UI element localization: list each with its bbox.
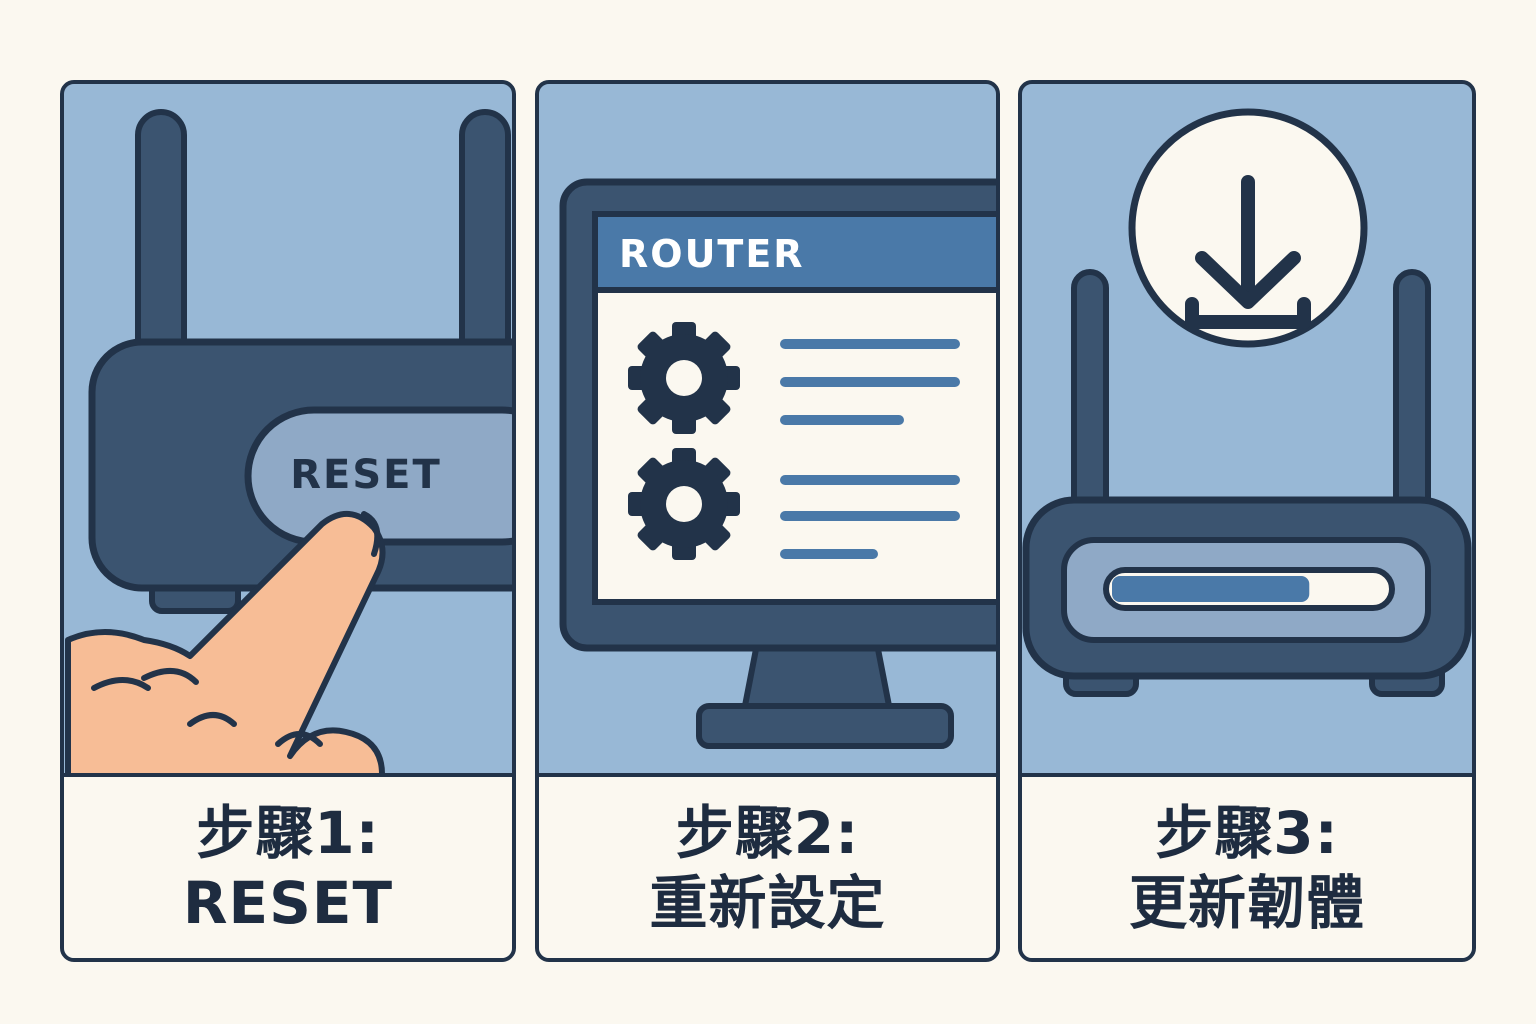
settings-list-lines (780, 339, 960, 559)
step-3-description: 更新韌體 (1128, 868, 1365, 937)
gear-icon (628, 322, 740, 434)
step-3-title: 步驟3: (1155, 798, 1339, 867)
download-icon (1128, 108, 1368, 348)
router-antenna-icon (135, 109, 511, 385)
firmware-update-illustration (1022, 108, 1472, 697)
step-3-caption: 步驟3: 更新韌體 (1022, 773, 1472, 958)
router-antenna-icon (1071, 269, 1431, 521)
step-2-title: 步驟2: (675, 798, 860, 867)
step-1-title: 步驟1: (196, 798, 380, 867)
screen-title: ROUTER (619, 232, 805, 276)
reset-button-shape (244, 406, 512, 546)
screen-title-bar (592, 211, 996, 293)
hand-icon (65, 510, 386, 784)
router-settings-illustration: ROUTER (559, 178, 996, 749)
reset-button-label: RESET (290, 452, 442, 498)
step-1-caption: 步驟1: RESET (64, 773, 512, 958)
step-2-panel: ROUTER (535, 80, 1000, 962)
step-2-description: 重新設定 (649, 868, 886, 937)
step-2-caption: 步驟2: 重新設定 (539, 773, 996, 958)
step-3-panel: 步驟3: 更新韌體 (1018, 80, 1476, 962)
step-1-description: RESET (182, 868, 394, 937)
router-reset-illustration: RESET (65, 109, 512, 784)
monitor-stand (696, 641, 954, 749)
firmware-progress-bar (1103, 567, 1395, 611)
step-1-panel: RESET 步驟1: RESET (60, 80, 516, 962)
gear-icon (628, 448, 740, 560)
